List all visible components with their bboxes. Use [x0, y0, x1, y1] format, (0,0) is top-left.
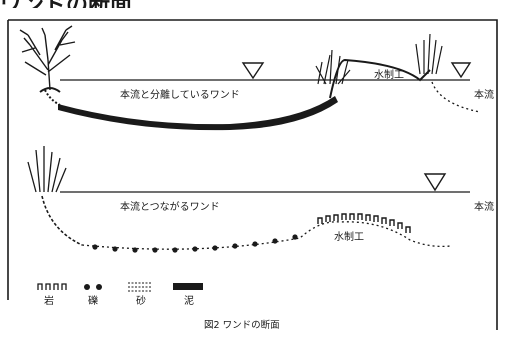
- top-right-reed-icon: [415, 33, 443, 75]
- figure-caption: 図2 ワンドの断面: [204, 319, 280, 331]
- top-groyne-label: 水制工: [374, 68, 404, 81]
- top-right-slope: [431, 81, 481, 113]
- legend-gravel-label: 礫: [88, 294, 98, 307]
- top-groyne-grass-icon: [315, 49, 351, 85]
- bottom-left-reed-icon: [27, 146, 67, 193]
- legend-sand-icon: [128, 282, 152, 292]
- bottom-groyne-rocks: [317, 213, 411, 233]
- bottom-wando-label: 本流とつながるワンド: [120, 200, 220, 213]
- bottom-riverbed: [81, 221, 451, 250]
- bottom-river-water-level-marker-icon: [423, 173, 447, 192]
- top-left-bank: [44, 89, 61, 106]
- header-fragment: ワンドの断面: [0, 0, 132, 18]
- top-left-tree-icon: [19, 25, 76, 93]
- bottom-river-label: 本流: [474, 200, 494, 213]
- legend-sand-label: 砂: [136, 294, 146, 307]
- legend-rock-label: 岩: [44, 294, 54, 307]
- top-wando-label: 本流と分離しているワンド: [120, 88, 240, 101]
- legend-rock-icon: [37, 283, 67, 290]
- legend-mud-label: 泥: [184, 294, 194, 307]
- legend-gravel-icon: [84, 284, 102, 290]
- top-river-water-level-marker-icon: [450, 62, 472, 79]
- top-river-label: 本流: [474, 88, 494, 101]
- figure-frame: [7, 19, 498, 330]
- bottom-gravel-dots: [92, 234, 298, 253]
- top-section: 本流と分離しているワンド 水制工 本流: [19, 25, 494, 131]
- legend: 岩 礫 砂 泥: [37, 282, 203, 307]
- legend-mud-icon: [173, 283, 203, 290]
- top-water-level-marker-icon: [241, 62, 265, 80]
- bottom-groyne-label: 水制工: [334, 230, 364, 243]
- top-mud-basin: [58, 96, 338, 131]
- bottom-left-bank: [41, 195, 83, 246]
- bottom-section: 本流とつながるワンド 水制工 本流: [27, 146, 494, 253]
